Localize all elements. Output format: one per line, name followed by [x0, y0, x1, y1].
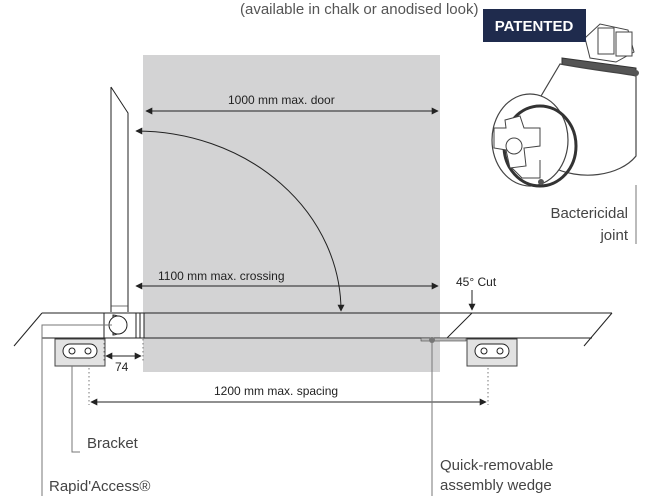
- bracket-right: [466, 338, 518, 367]
- bracket-left: [54, 338, 106, 367]
- bactericidal-joint-illustration: [491, 23, 639, 244]
- joint-label-line1: Bactericidal: [550, 205, 628, 222]
- joint-label-line2: joint: [599, 227, 628, 244]
- bracket-label: Bracket: [87, 435, 139, 452]
- door-leaf: [110, 86, 129, 312]
- rapid-access-hinge: [103, 312, 145, 339]
- top-caption: (available in chalk or anodised look): [240, 1, 478, 18]
- swing-arc: [135, 127, 345, 312]
- patented-badge-text: PATENTED: [495, 18, 574, 35]
- bracket-callout: [71, 366, 80, 453]
- dimension-crossing-label: 1100 mm max. crossing: [158, 269, 285, 283]
- rapid-access-label: Rapid'Access®: [49, 478, 150, 495]
- patented-badge: PATENTED: [483, 9, 586, 42]
- assembly-wedge: [420, 337, 467, 343]
- wedge-label-line1: Quick-removable: [440, 457, 553, 474]
- dimension-spacing-label: 1200 mm max. spacing: [214, 384, 338, 398]
- dimension-offset-label: 74: [115, 360, 129, 374]
- dimension-door-label: 1000 mm max. door: [228, 93, 335, 107]
- wedge-label-line2: assembly wedge: [440, 477, 552, 494]
- rapid-access-callout: [41, 324, 112, 496]
- cut-label: 45° Cut: [456, 275, 497, 289]
